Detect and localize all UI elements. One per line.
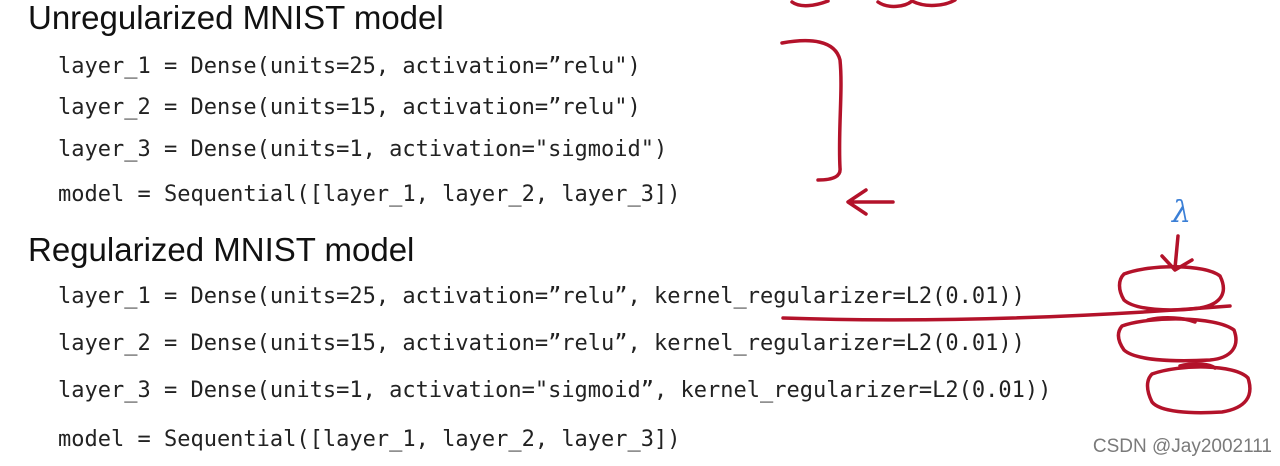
- lambda-label: λ: [1171, 195, 1191, 230]
- regularized-heading: Regularized MNIST model: [28, 231, 415, 268]
- watermark: CSDN @Jay2002111: [1092, 436, 1272, 457]
- code-line: layer_2 = Dense(units=15, activation=”re…: [58, 95, 641, 120]
- code-line: layer_3 = Dense(units=1, activation="sig…: [58, 137, 668, 162]
- code-line: layer_3 = Dense(units=1, activation="sig…: [58, 378, 1052, 403]
- code-line: model = Sequential([layer_1, layer_2, la…: [58, 182, 681, 207]
- bracket-mark: [780, 38, 843, 182]
- code-line: model = Sequential([layer_1, layer_2, la…: [58, 427, 681, 452]
- code-line: layer_1 = Dense(units=25, activation=”re…: [58, 284, 1025, 309]
- top-scribble: [790, 0, 957, 9]
- code-line: layer_2 = Dense(units=15, activation=”re…: [58, 331, 1025, 356]
- circle-mark-2: [1116, 317, 1238, 363]
- tick-mark: [1146, 316, 1217, 370]
- unregularized-heading: Unregularized MNIST model: [28, 0, 444, 36]
- left-arrow-icon: [846, 188, 895, 216]
- down-arrow-icon: [1160, 234, 1194, 272]
- circle-mark-3: [1145, 365, 1252, 415]
- circle-mark-1: [1117, 264, 1226, 312]
- code-line: layer_1 = Dense(units=25, activation=”re…: [58, 54, 641, 79]
